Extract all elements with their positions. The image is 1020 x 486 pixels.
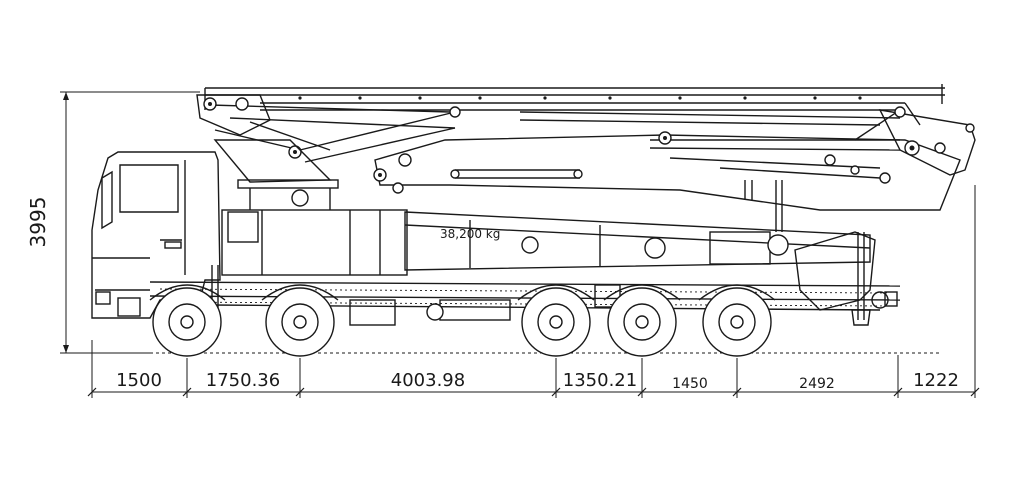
height-label: 3995 bbox=[26, 197, 50, 248]
wheel-1 bbox=[152, 287, 222, 357]
wheel-4 bbox=[607, 287, 677, 357]
dim-label-1: 1500 bbox=[116, 370, 162, 391]
wheel-5 bbox=[702, 287, 772, 357]
dim-label-3: 4003.98 bbox=[391, 370, 465, 391]
dim-label-2: 1750.36 bbox=[206, 370, 280, 391]
folded-boom bbox=[196, 84, 976, 254]
dim-label-5: 1450 bbox=[672, 376, 708, 392]
length-dimensions: 1500 1750.36 4003.98 1350.21 1450 2492 1… bbox=[87, 185, 980, 398]
truck-cab bbox=[91, 151, 221, 319]
wheel-2 bbox=[265, 287, 335, 357]
dim-label-7: 1222 bbox=[913, 370, 959, 391]
wheels bbox=[149, 284, 776, 357]
turret bbox=[213, 139, 339, 210]
weight-label: 38,200 kg bbox=[440, 227, 500, 241]
height-dimension: 3995 bbox=[26, 91, 200, 354]
dim-label-6: 2492 bbox=[799, 376, 835, 392]
dim-label-4: 1350.21 bbox=[563, 370, 637, 391]
wheel-3 bbox=[521, 287, 591, 357]
chassis bbox=[149, 209, 901, 326]
